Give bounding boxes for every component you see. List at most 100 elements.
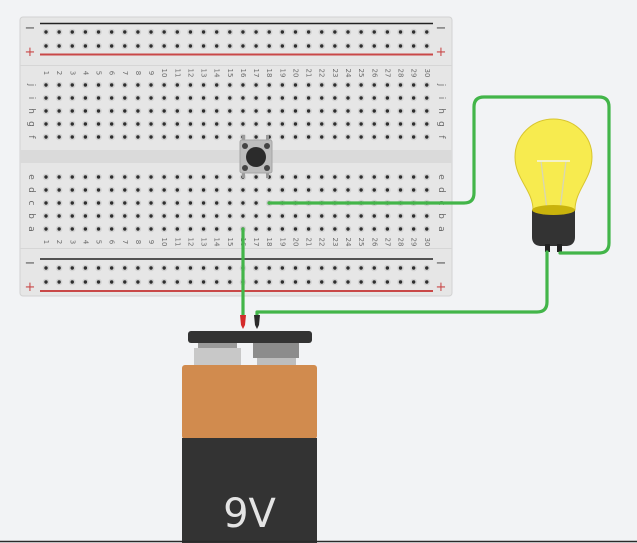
rail-hole[interactable] bbox=[174, 264, 181, 272]
breadboard-hole[interactable] bbox=[344, 133, 352, 141]
breadboard-hole[interactable] bbox=[213, 173, 220, 181]
breadboard-hole[interactable] bbox=[174, 212, 181, 220]
rail-hole[interactable] bbox=[226, 264, 234, 272]
breadboard-hole[interactable] bbox=[279, 225, 286, 233]
rail-hole[interactable] bbox=[344, 264, 352, 272]
rail-hole[interactable] bbox=[252, 42, 260, 50]
breadboard-hole[interactable] bbox=[397, 212, 404, 220]
breadboard-hole[interactable] bbox=[410, 81, 417, 89]
breadboard[interactable]: − + − + − + − + 112233445566778899101011… bbox=[19, 16, 453, 297]
rail-hole[interactable] bbox=[226, 42, 234, 50]
breadboard-hole[interactable] bbox=[68, 133, 76, 141]
rail-hole[interactable] bbox=[174, 42, 181, 50]
rail-hole[interactable] bbox=[134, 278, 142, 286]
breadboard-hole[interactable] bbox=[305, 133, 312, 141]
breadboard-hole[interactable] bbox=[108, 199, 115, 207]
rail-hole[interactable] bbox=[265, 42, 273, 50]
breadboard-hole[interactable] bbox=[279, 94, 286, 102]
breadboard-hole[interactable] bbox=[82, 107, 89, 115]
breadboard-hole[interactable] bbox=[200, 225, 207, 233]
lightbulb[interactable] bbox=[514, 118, 593, 252]
rail-hole[interactable] bbox=[160, 28, 168, 36]
breadboard-hole[interactable] bbox=[82, 94, 89, 102]
rail-hole[interactable] bbox=[384, 264, 391, 272]
breadboard-hole[interactable] bbox=[42, 94, 50, 102]
breadboard-hole[interactable] bbox=[55, 94, 63, 102]
breadboard-hole[interactable] bbox=[134, 94, 142, 102]
breadboard-hole[interactable] bbox=[147, 173, 155, 181]
breadboard-hole[interactable] bbox=[187, 120, 194, 128]
rail-hole[interactable] bbox=[200, 42, 207, 50]
rail-hole[interactable] bbox=[331, 42, 339, 50]
breadboard-hole[interactable] bbox=[95, 81, 102, 89]
breadboard-hole[interactable] bbox=[200, 212, 207, 220]
breadboard-hole[interactable] bbox=[397, 186, 404, 194]
breadboard-hole[interactable] bbox=[410, 212, 417, 220]
breadboard-hole[interactable] bbox=[292, 81, 299, 89]
breadboard-hole[interactable] bbox=[160, 107, 168, 115]
breadboard-hole[interactable] bbox=[344, 225, 352, 233]
rail-hole[interactable] bbox=[121, 28, 129, 36]
breadboard-hole[interactable] bbox=[384, 81, 391, 89]
breadboard-hole[interactable] bbox=[370, 225, 378, 233]
rail-hole[interactable] bbox=[305, 42, 312, 50]
breadboard-hole[interactable] bbox=[292, 107, 299, 115]
breadboard-hole[interactable] bbox=[344, 81, 352, 89]
rail-hole[interactable] bbox=[226, 278, 234, 286]
breadboard-hole[interactable] bbox=[239, 107, 247, 115]
rail-hole[interactable] bbox=[357, 278, 365, 286]
breadboard-hole[interactable] bbox=[252, 107, 260, 115]
breadboard-hole[interactable] bbox=[370, 107, 378, 115]
breadboard-hole[interactable] bbox=[213, 107, 220, 115]
rail-hole[interactable] bbox=[147, 278, 155, 286]
breadboard-hole[interactable] bbox=[187, 133, 194, 141]
breadboard-hole[interactable] bbox=[95, 107, 102, 115]
breadboard-hole[interactable] bbox=[239, 186, 247, 194]
breadboard-hole[interactable] bbox=[121, 81, 129, 89]
breadboard-hole[interactable] bbox=[108, 81, 115, 89]
breadboard-hole[interactable] bbox=[370, 173, 378, 181]
breadboard-hole[interactable] bbox=[305, 212, 312, 220]
breadboard-hole[interactable] bbox=[55, 81, 63, 89]
breadboard-hole[interactable] bbox=[213, 212, 220, 220]
rail-hole[interactable] bbox=[318, 264, 326, 272]
breadboard-hole[interactable] bbox=[187, 173, 194, 181]
breadboard-hole[interactable] bbox=[226, 133, 234, 141]
rail-hole[interactable] bbox=[187, 278, 194, 286]
breadboard-hole[interactable] bbox=[423, 225, 431, 233]
rail-hole[interactable] bbox=[357, 264, 365, 272]
breadboard-hole[interactable] bbox=[370, 120, 378, 128]
battery-terminal-positive[interactable] bbox=[194, 348, 241, 366]
breadboard-hole[interactable] bbox=[292, 225, 299, 233]
rail-hole[interactable] bbox=[252, 264, 260, 272]
breadboard-hole[interactable] bbox=[239, 212, 247, 220]
rail-hole[interactable] bbox=[134, 28, 142, 36]
breadboard-hole[interactable] bbox=[121, 199, 129, 207]
breadboard-hole[interactable] bbox=[174, 94, 181, 102]
breadboard-hole[interactable] bbox=[279, 186, 286, 194]
rail-hole[interactable] bbox=[95, 278, 102, 286]
rail-hole[interactable] bbox=[213, 264, 220, 272]
breadboard-hole[interactable] bbox=[147, 107, 155, 115]
rail-hole[interactable] bbox=[279, 264, 286, 272]
breadboard-hole[interactable] bbox=[357, 94, 365, 102]
rail-hole[interactable] bbox=[95, 28, 102, 36]
breadboard-hole[interactable] bbox=[318, 186, 326, 194]
breadboard-hole[interactable] bbox=[187, 186, 194, 194]
rail-hole[interactable] bbox=[82, 28, 89, 36]
breadboard-hole[interactable] bbox=[305, 225, 312, 233]
breadboard-hole[interactable] bbox=[357, 212, 365, 220]
breadboard-hole[interactable] bbox=[55, 212, 63, 220]
breadboard-hole[interactable] bbox=[213, 133, 220, 141]
breadboard-hole[interactable] bbox=[357, 107, 365, 115]
battery-clip-positive[interactable] bbox=[240, 315, 246, 329]
breadboard-hole[interactable] bbox=[95, 212, 102, 220]
breadboard-hole[interactable] bbox=[55, 120, 63, 128]
rail-hole[interactable] bbox=[423, 28, 431, 36]
rail-hole[interactable] bbox=[200, 264, 207, 272]
breadboard-hole[interactable] bbox=[279, 173, 286, 181]
breadboard-hole[interactable] bbox=[147, 212, 155, 220]
breadboard-hole[interactable] bbox=[42, 186, 50, 194]
rail-hole[interactable] bbox=[95, 264, 102, 272]
breadboard-hole[interactable] bbox=[187, 199, 194, 207]
